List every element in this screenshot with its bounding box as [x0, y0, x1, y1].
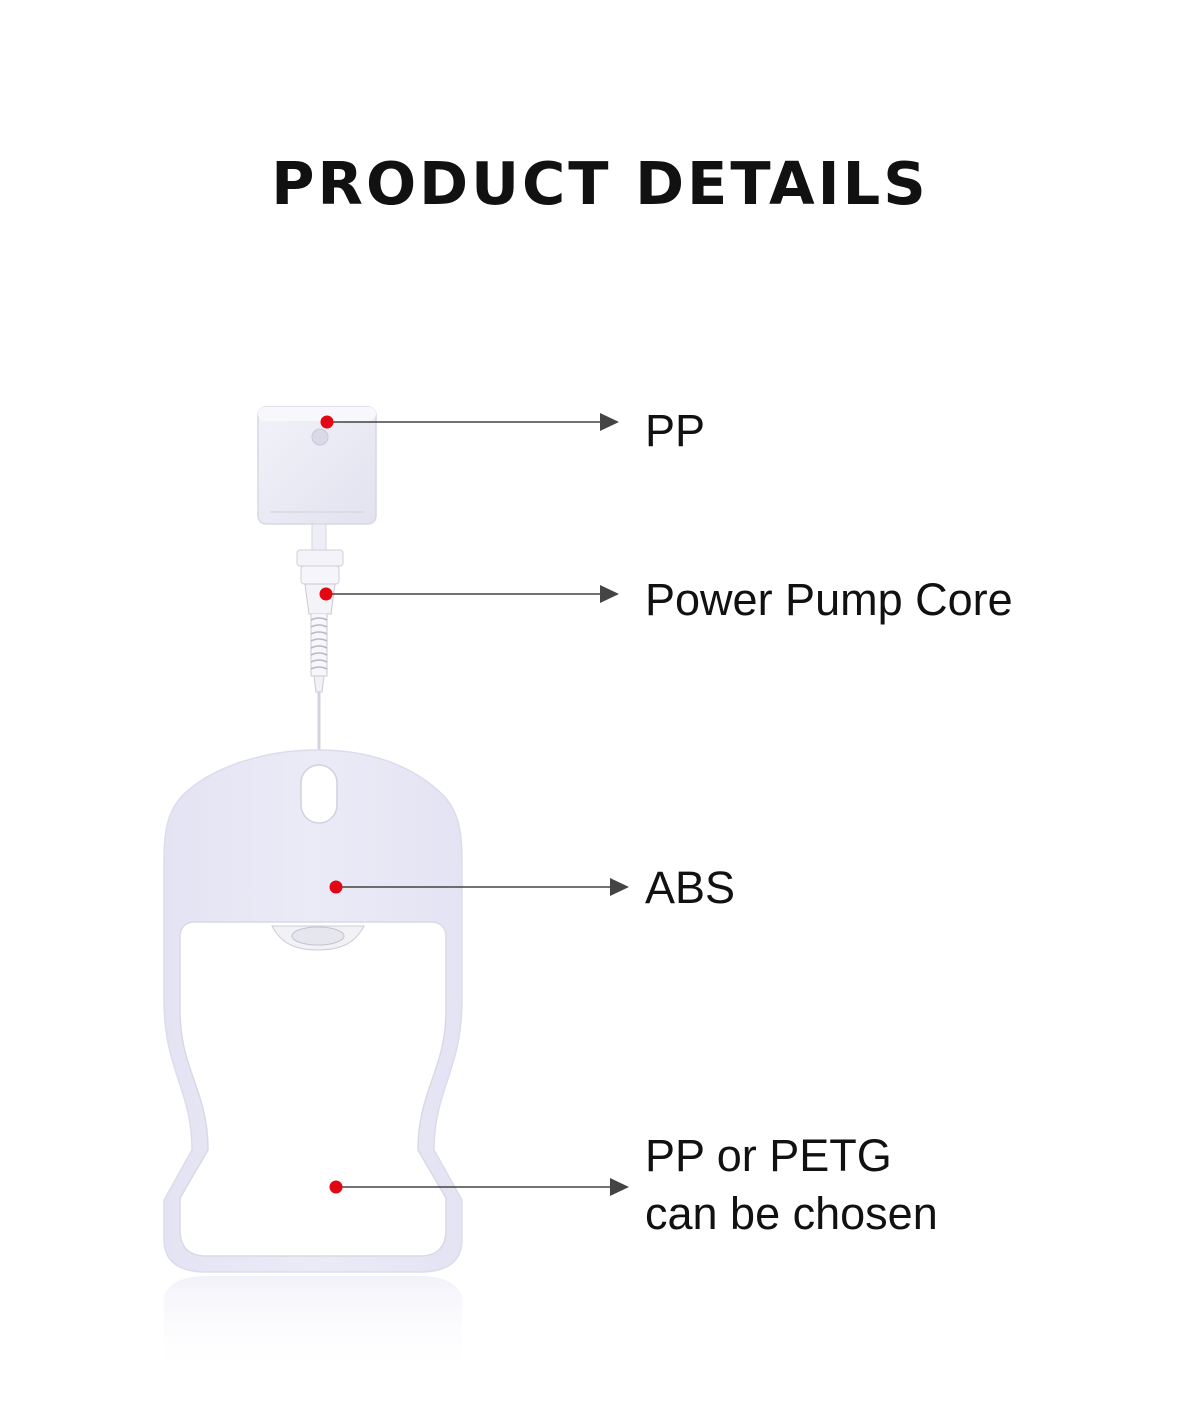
callout-label-case: ABS	[645, 862, 736, 913]
callout-label-body-line1: PP or PETG	[645, 1130, 892, 1181]
callout-label-body: PP or PETG can be chosen	[645, 1127, 938, 1243]
leader-lines	[326, 421, 615, 1188]
marker-cap	[320, 415, 334, 429]
page-title: PRODUCT DETAILS	[271, 149, 929, 218]
spray-cap	[257, 406, 377, 551]
marker-pump	[319, 587, 333, 601]
callout-label-pump: Power Pump Core	[645, 574, 1013, 625]
marker-body	[329, 1180, 343, 1194]
callout-markers	[319, 415, 343, 1194]
callout-label-cap: PP	[645, 405, 706, 456]
arrow-heads	[600, 413, 629, 1196]
marker-case	[329, 880, 343, 894]
bottle-case	[163, 749, 463, 1273]
pump-core	[296, 549, 344, 752]
callout-label-body-line2: can be chosen	[645, 1188, 938, 1239]
bottle-reflection	[164, 1276, 462, 1380]
